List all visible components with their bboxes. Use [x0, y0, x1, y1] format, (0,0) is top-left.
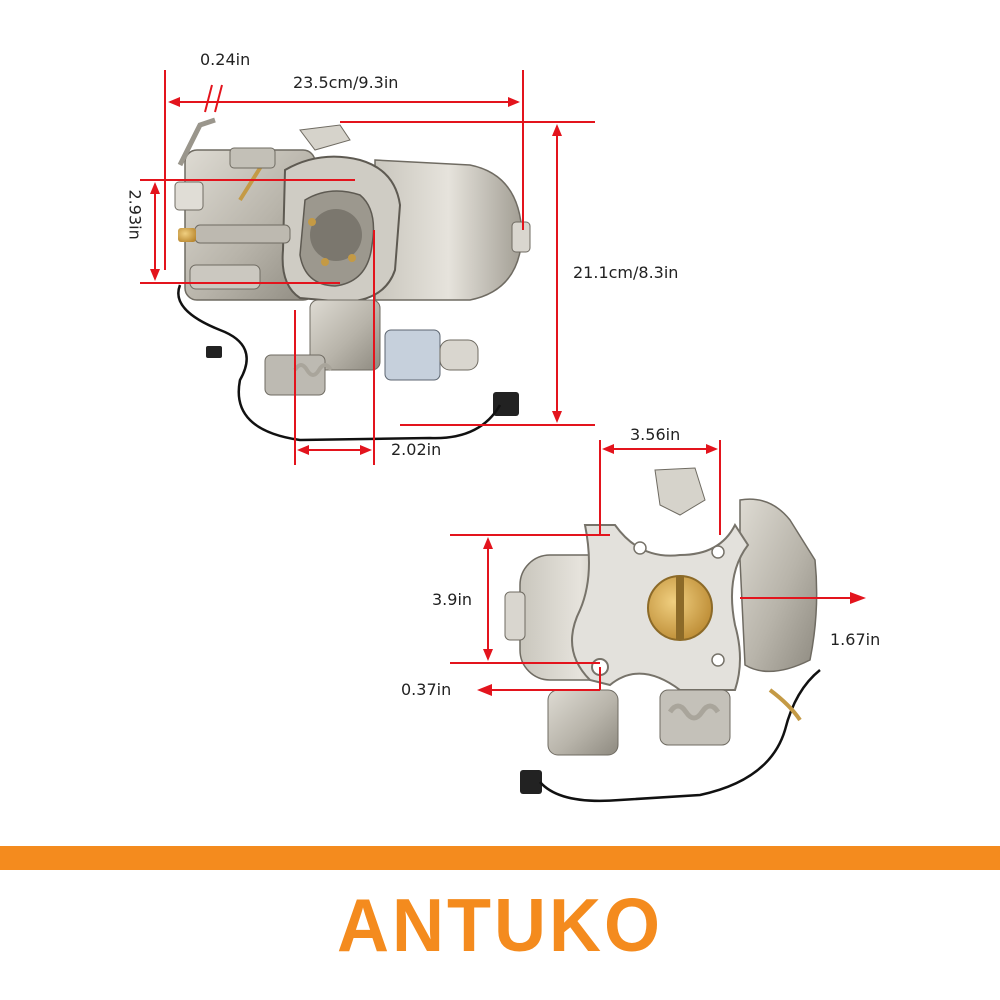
dim-overall-height: 21.1cm/8.3in — [573, 263, 679, 282]
bottom-view-dimension-lines — [450, 440, 866, 696]
carburetor-body — [174, 117, 531, 442]
dim-flange-width: 3.56in — [630, 425, 681, 444]
dim-flange-hole-spacing: 2.93in — [100, 190, 170, 240]
brand-logo: ANTUKO — [337, 884, 663, 968]
dim-linkage-rod: 0.24in — [200, 50, 251, 69]
dim-overall-width: 23.5cm/9.3in — [293, 73, 399, 92]
dim-flange-height: 3.9in — [432, 590, 473, 609]
top-view-dimension-lines — [140, 70, 595, 465]
dim-bore-offset: 2.02in — [391, 440, 442, 459]
brand-band — [0, 846, 1000, 870]
dim-flange-hole-spacing-text: 2.93in — [125, 189, 145, 240]
dim-mount-hole: 0.37in — [401, 680, 452, 699]
carburetor-flange-view — [504, 467, 821, 803]
dim-throttle-bore: 1.67in — [830, 630, 881, 649]
